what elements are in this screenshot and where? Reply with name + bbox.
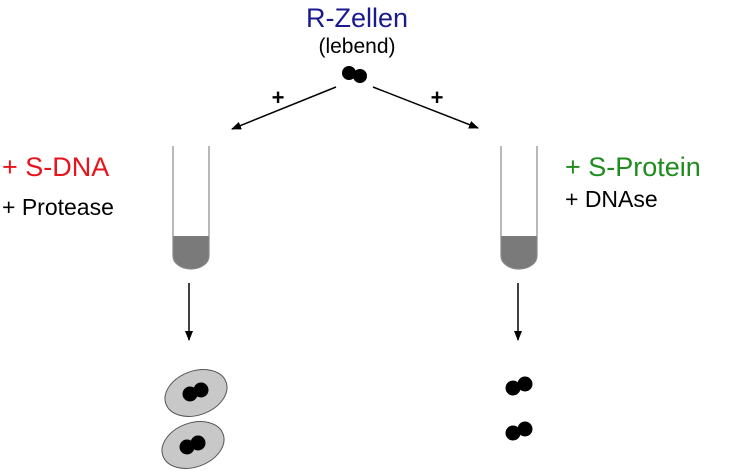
plus-right: + <box>431 85 444 110</box>
subtitle-lebend: (lebend) <box>318 35 395 58</box>
left-s-cell-2 <box>161 421 225 469</box>
left-s-cell-1 <box>164 369 228 417</box>
left-test-tube <box>172 146 210 270</box>
arrow-left-branch <box>231 86 337 130</box>
right-test-tube <box>500 146 538 270</box>
top-r-cells <box>342 66 367 83</box>
title-r-zellen: R-Zellen <box>306 3 408 33</box>
right-r-cells-1 <box>505 376 533 396</box>
plus-left: + <box>272 85 285 110</box>
arrow-right-branch <box>372 86 479 129</box>
left-reagent-main: + S-DNA <box>2 152 109 182</box>
right-reagent-main: + S-Protein <box>565 152 701 182</box>
right-reagent-secondary: + DNAse <box>565 186 658 212</box>
right-r-cells-2 <box>505 421 533 441</box>
left-reagent-secondary: + Protease <box>2 194 114 220</box>
